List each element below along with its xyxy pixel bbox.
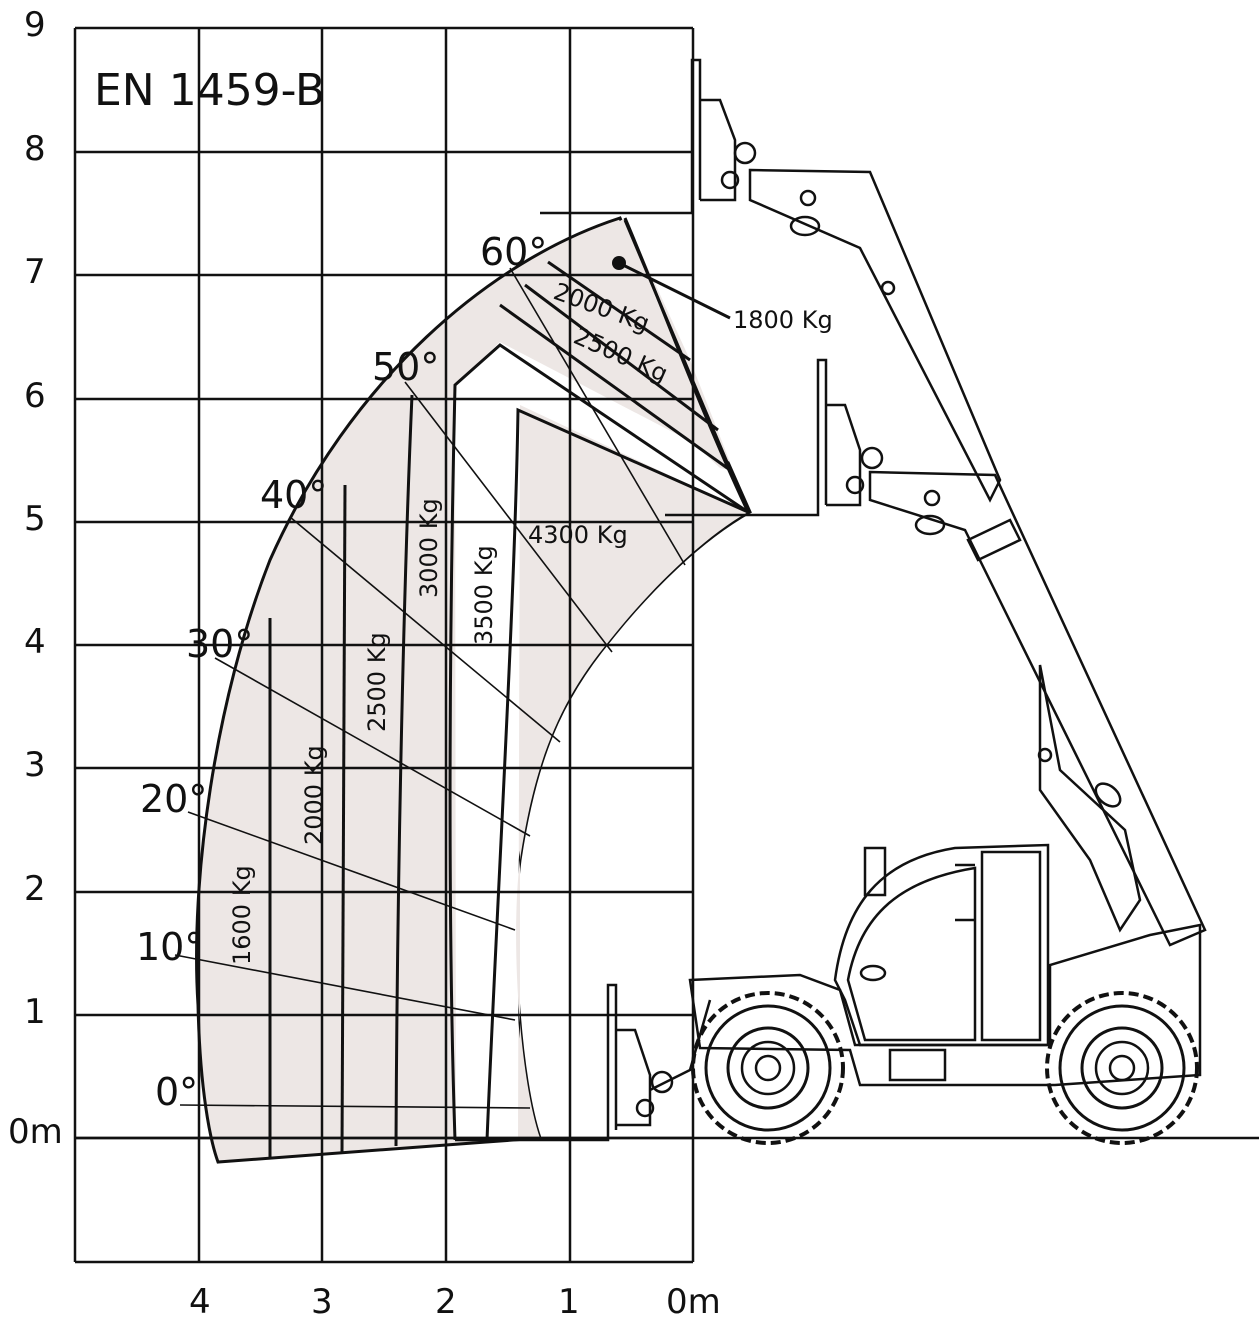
- inner-load-zone: [455, 218, 748, 1138]
- load-zones: [195, 216, 752, 1164]
- boom-top-section: [748, 168, 1002, 503]
- tip-load-leader: [618, 261, 731, 320]
- x-tick: 1: [558, 1282, 580, 1319]
- cab-handle: [859, 964, 887, 982]
- load-label-3500: 3500 Kg: [470, 545, 498, 645]
- angle-label-10: 10°: [136, 925, 203, 969]
- y-tick: 7: [24, 252, 46, 292]
- y-tick: 2: [24, 869, 46, 909]
- angle-label-50: 50°: [372, 345, 439, 389]
- angle-label-0: 0°: [155, 1070, 198, 1114]
- angle-label-20: 20°: [140, 777, 207, 821]
- line-4300-bracket: [485, 407, 749, 1141]
- front-wheel: [691, 991, 845, 1145]
- line-tip-vertical: [623, 217, 750, 513]
- angle-line-40: [289, 516, 561, 743]
- angle-line-10: [174, 954, 516, 1021]
- x-tick: 0m: [666, 1282, 721, 1319]
- line-1800-boundary: [547, 260, 691, 362]
- x-tick: 3: [311, 1282, 333, 1319]
- x-tick: 4: [189, 1282, 211, 1319]
- load-label-1600: 1600 Kg: [228, 865, 256, 965]
- operator-cab: [833, 843, 1050, 1047]
- zone-4300: [516, 410, 748, 1138]
- y-tick: 9: [24, 5, 46, 45]
- y-tick: 1: [24, 992, 46, 1032]
- line-2500-upper: [499, 303, 731, 472]
- fork-middle: [665, 358, 884, 517]
- angle-line-0: [179, 1104, 531, 1109]
- y-tick: 6: [24, 376, 46, 416]
- x-axis-ticks: 4 3 2 1 0m: [189, 1282, 721, 1319]
- angle-line-20: [187, 811, 516, 931]
- angle-label-30: 30°: [186, 622, 253, 666]
- capacity-lines: [268, 217, 750, 1158]
- y-axis-ticks: 9 8 7 6 5 4 3 2 1 0m: [8, 5, 63, 1152]
- lift-cylinder: [1038, 664, 1142, 933]
- line-3500-bracket: [448, 343, 746, 1141]
- y-tick: 4: [24, 622, 46, 662]
- boom-mid-section: [868, 470, 1207, 947]
- y-tick: 5: [24, 499, 46, 539]
- fork-top: [540, 58, 757, 215]
- line-2000-upper: [524, 283, 719, 432]
- line-2500-vertical: [340, 484, 347, 1153]
- fork-bottom: [455, 983, 674, 1142]
- angle-labels: 60° 50° 40° 30° 20° 10° 0°: [136, 230, 547, 1114]
- angle-line-50: [404, 381, 613, 653]
- angle-label-60: 60°: [480, 230, 547, 274]
- y-tick: 8: [24, 129, 46, 169]
- zone-upper-bands: [500, 218, 730, 462]
- x-tick: 2: [435, 1282, 457, 1319]
- standard-title: EN 1459-B: [94, 65, 325, 116]
- rear-wheel: [1045, 991, 1199, 1145]
- telehandler-boom: [748, 168, 1207, 947]
- load-label-3000: 3000 Kg: [415, 498, 443, 598]
- load-label-2500: 2500 Kg: [363, 632, 391, 732]
- load-label-4300: 4300 Kg: [528, 521, 628, 549]
- load-label-2000: 2000 Kg: [300, 745, 328, 845]
- angle-label-40: 40°: [260, 473, 327, 517]
- angle-lines: [174, 267, 686, 1109]
- angle-line-30: [214, 657, 531, 837]
- y-tick: 3: [24, 745, 46, 785]
- angle-line-60: [509, 267, 686, 566]
- line-3000-vertical: [394, 394, 414, 1147]
- load-label-1800: 1800 Kg: [733, 306, 833, 334]
- machine-chassis: [688, 923, 1202, 1087]
- y-tick: 0m: [8, 1112, 63, 1152]
- telehandler-body: [649, 843, 1202, 1092]
- grid: [73, 26, 695, 1264]
